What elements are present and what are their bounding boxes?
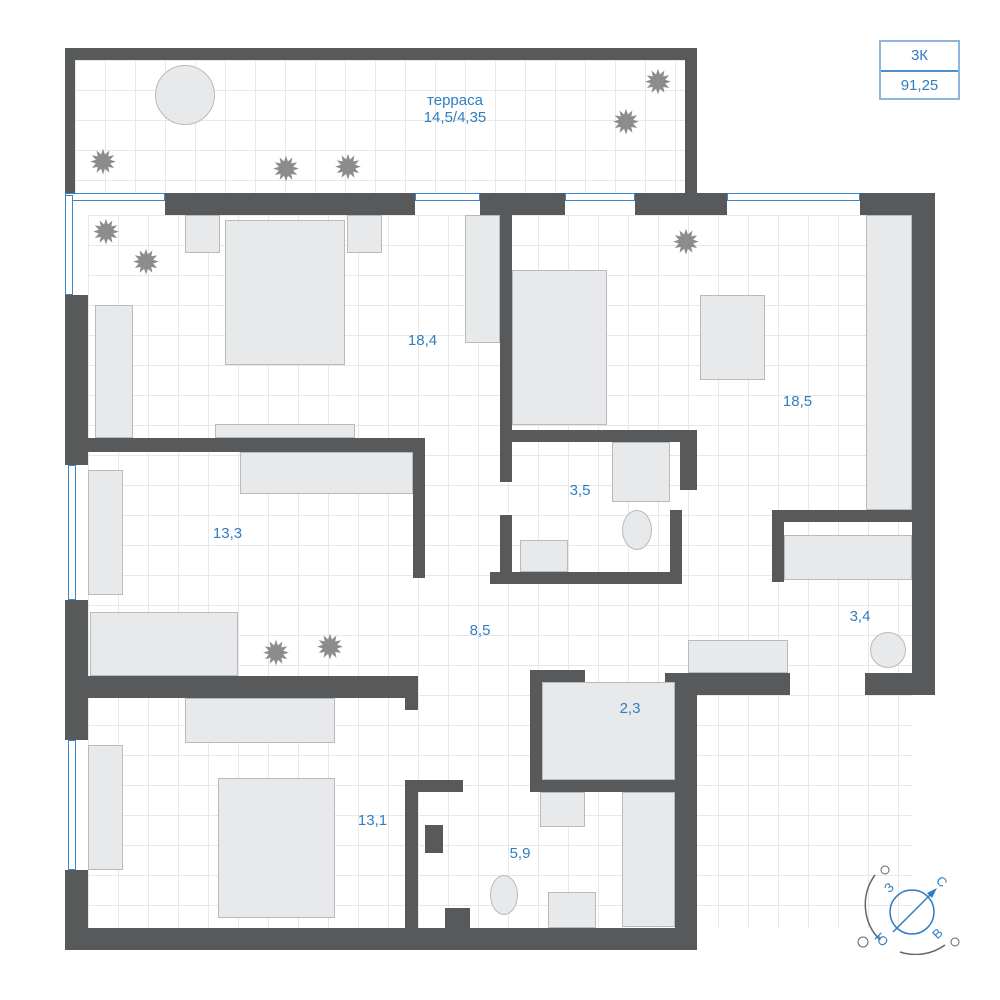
terrace-name: терраса [427, 92, 483, 109]
wall [772, 510, 784, 582]
room-count: 3К [881, 42, 958, 72]
sink [520, 540, 568, 572]
wardrobe [240, 452, 413, 494]
plant-icon: ✹ [91, 214, 121, 252]
plant-icon: ✹ [643, 64, 673, 102]
wall [772, 510, 912, 522]
wall [670, 510, 682, 584]
wall [65, 48, 75, 195]
desk [88, 470, 123, 595]
wall [500, 215, 512, 440]
window [65, 195, 73, 295]
wall [500, 430, 697, 442]
bedroom-main-area: 18,4 [407, 332, 438, 349]
shower [612, 442, 670, 502]
dining-table [700, 295, 765, 380]
wall [165, 193, 415, 215]
bathtub [622, 792, 675, 927]
plant-icon: ✹ [131, 244, 161, 282]
kitchen-counter [866, 215, 912, 510]
terrace-area: 14,5/4,35 [423, 109, 487, 126]
compass: С Ю З В [855, 860, 965, 956]
plant-icon: ✹ [271, 151, 301, 189]
nightstand [347, 215, 382, 253]
desk [465, 215, 500, 343]
bed [225, 220, 345, 365]
hall-area: 8,5 [469, 622, 491, 639]
wall [635, 193, 727, 215]
bathroom-2-area: 5,9 [509, 845, 531, 862]
window [415, 193, 480, 201]
wall [65, 928, 697, 950]
sink [548, 892, 596, 928]
plant-icon: ✹ [88, 144, 118, 182]
wall [445, 908, 470, 928]
wardrobe [95, 305, 133, 438]
closet-shelves [542, 682, 675, 780]
toilet [490, 875, 518, 915]
tv-stand [215, 424, 355, 438]
window [727, 193, 860, 201]
plant-icon: ✹ [261, 635, 291, 673]
bed [218, 778, 335, 918]
wall [405, 676, 418, 710]
bed [90, 612, 238, 676]
terrace-label: терраса 14,5/4,35 [400, 92, 510, 126]
terrace-table [155, 65, 215, 125]
wall [500, 515, 512, 583]
plant-icon: ✹ [333, 149, 363, 187]
wall [405, 780, 418, 930]
wall [680, 430, 697, 490]
window [68, 465, 76, 600]
balcony-door [565, 193, 635, 201]
washer-round [870, 632, 906, 668]
wall [425, 825, 443, 853]
plant-icon: ✹ [611, 104, 641, 142]
wall [685, 48, 697, 195]
window [65, 193, 165, 201]
wall [530, 780, 685, 792]
plant-icon: ✹ [315, 629, 345, 667]
wall [413, 438, 425, 578]
wall [418, 780, 463, 792]
toilet [622, 510, 652, 550]
wardrobe [784, 535, 912, 580]
washing-machine [540, 792, 585, 827]
window [68, 740, 76, 870]
sofa [512, 270, 607, 425]
plant-icon: ✹ [671, 224, 701, 262]
wall [65, 295, 88, 465]
wardrobe [185, 698, 335, 743]
living-kitchen-area: 18,5 [782, 393, 813, 410]
wall [480, 193, 565, 215]
wall [665, 673, 790, 695]
wall [912, 193, 935, 695]
wall [530, 670, 542, 792]
hall-2-area: 3,4 [849, 608, 871, 625]
bedroom-3-area: 13,1 [357, 812, 388, 829]
wall [65, 48, 697, 60]
wall [675, 675, 697, 950]
wall [88, 676, 415, 698]
desk [88, 745, 123, 870]
closet-area: 2,3 [619, 700, 641, 717]
shoe-cabinet [688, 640, 788, 673]
wall [88, 438, 425, 452]
wall [490, 572, 680, 584]
nightstand [185, 215, 220, 253]
wall [500, 430, 512, 482]
bedroom-2-area: 13,3 [212, 525, 243, 542]
compass-icon [857, 865, 960, 956]
wall [530, 670, 585, 682]
apartment-badge: 3К 91,25 [879, 40, 960, 100]
bathroom-1-area: 3,5 [569, 482, 591, 499]
wall [65, 600, 88, 740]
total-area: 91,25 [900, 77, 939, 94]
